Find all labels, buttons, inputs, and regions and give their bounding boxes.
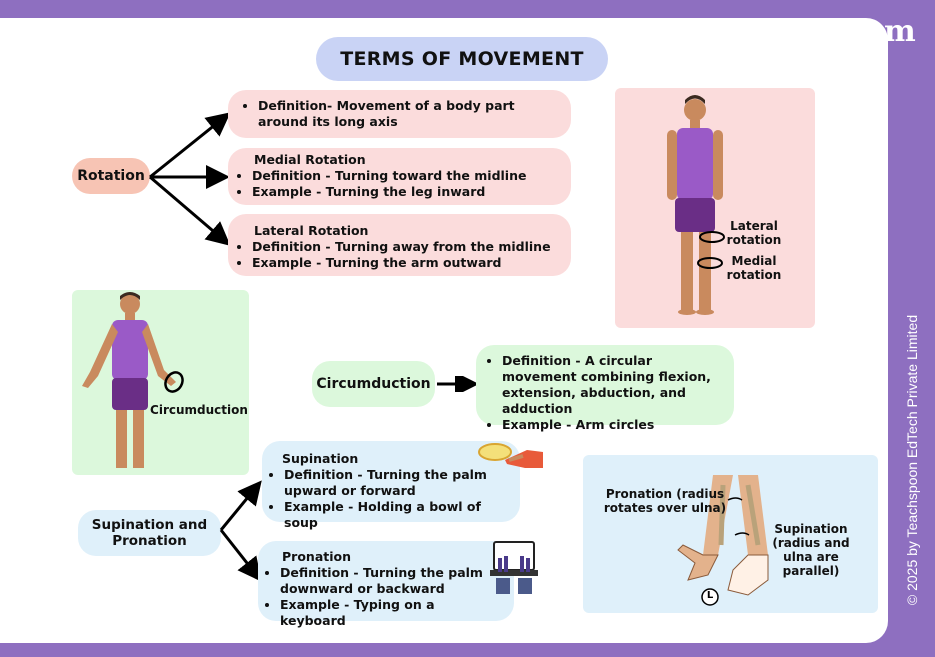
medial-rotation-example: Example - Turning the leg inward: [252, 184, 557, 200]
pronation-heading: Pronation: [282, 549, 351, 564]
supination-definition: Definition - Turning the palm upward or …: [284, 467, 508, 499]
supination-example: Example - Holding a bowl of soup: [284, 499, 508, 531]
medial-rotation-heading: Medial Rotation: [254, 152, 366, 167]
lateral-rotation-figure-label: Lateral rotation: [726, 219, 782, 247]
brand-logo: m: [884, 14, 916, 49]
copyright-text: © 2025 by Teachspoon EdTech Private Limi…: [903, 314, 920, 606]
supination-pronation-label: Supination and Pronation: [78, 510, 221, 556]
circumduction-definition: Definition - A circular movement combini…: [502, 353, 722, 417]
circumduction-figure-panel: [72, 290, 249, 475]
supination-pronation-arrows: [219, 480, 262, 582]
supination-box: Supination Definition - Turning the palm…: [262, 441, 520, 530]
left-hand-marker: L: [706, 590, 714, 601]
page-title: TERMS OF MOVEMENT: [316, 37, 608, 81]
pronation-example: Example - Typing on a keyboard: [280, 597, 502, 629]
circumduction-figure-label: Circumduction: [150, 403, 248, 417]
pronation-figure-label: Pronation (radius rotates over ulna): [603, 487, 727, 515]
rotation-definition-box: Definition- Movement of a body part arou…: [228, 90, 571, 138]
pronation-box: Pronation Definition - Turning the palm …: [258, 541, 514, 628]
forearm-figure-panel: L: [583, 455, 878, 613]
supination-heading: Supination: [282, 451, 359, 466]
rotation-figure-panel: [615, 88, 815, 328]
medial-rotation-figure-label: Medial rotation: [726, 254, 782, 282]
soup-bowl-icon: [478, 443, 543, 468]
arrow-to-definition: [149, 112, 231, 179]
pronation-definition: Definition - Turning the palm downward o…: [280, 565, 502, 597]
forearm-illustration: [677, 475, 769, 606]
lateral-rotation-box: Lateral Rotation Definition - Turning aw…: [228, 214, 571, 276]
supination-figure-label: Supination (radius and ulna are parallel…: [772, 522, 850, 578]
standing-figure-illustration: [667, 95, 725, 315]
copyright-strip: © 2025 by Teachspoon EdTech Private Limi…: [888, 290, 935, 630]
circumduction-figure-illustration: [82, 292, 184, 468]
arrow-to-lateral: [149, 175, 231, 246]
rotation-label: Rotation: [72, 158, 150, 194]
lateral-rotation-example: Example - Turning the arm outward: [252, 255, 557, 271]
rotation-arrows: [149, 112, 231, 246]
rotation-definition: Definition- Movement of a body part arou…: [258, 98, 557, 130]
circumduction-label: Circumduction: [312, 361, 435, 407]
laptop-icon: [490, 541, 538, 594]
lateral-rotation-definition: Definition - Turning away from the midli…: [252, 239, 557, 255]
circumduction-box: Definition - A circular movement combini…: [476, 345, 734, 432]
medial-rotation-definition: Definition - Turning toward the midline: [252, 168, 557, 184]
circumduction-arrow: [437, 376, 479, 392]
lateral-rotation-heading: Lateral Rotation: [254, 223, 369, 238]
circumduction-example: Example - Arm circles: [502, 417, 722, 433]
medial-rotation-box: Medial Rotation Definition - Turning tow…: [228, 148, 571, 205]
